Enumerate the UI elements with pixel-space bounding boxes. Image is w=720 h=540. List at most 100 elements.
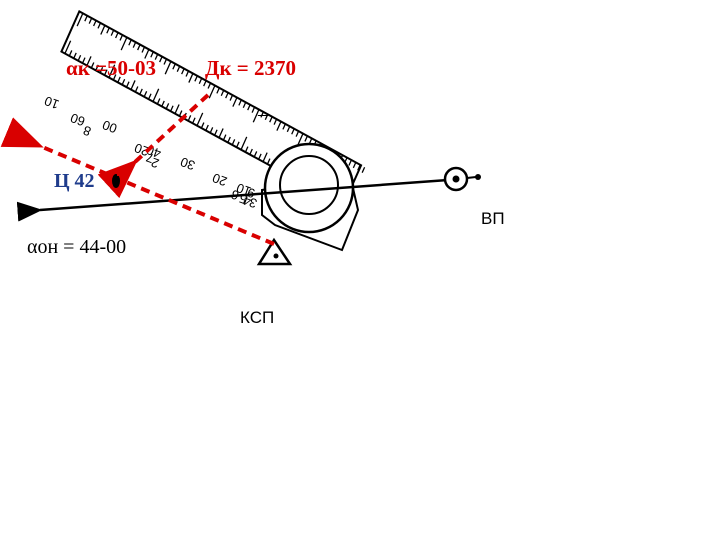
ruler-tick-top — [203, 80, 207, 87]
ruler-tick-top — [128, 39, 132, 46]
ruler-tick-bottom — [196, 112, 204, 126]
ruler-tick-bottom — [253, 151, 258, 158]
ruler-tick-top — [110, 29, 115, 36]
ruler-tick-bottom — [86, 56, 92, 66]
ruler-tick-top — [185, 70, 190, 77]
ruler-tick-top — [163, 58, 168, 65]
ruler-tick-top — [295, 130, 300, 137]
ruler-tick-top — [304, 135, 308, 142]
ruler-tick-top — [176, 65, 181, 72]
ruler-tick-top — [216, 87, 220, 94]
vp-pointer-dot — [475, 174, 481, 180]
ruler-tick-bottom — [161, 100, 165, 107]
ruler-tick-top — [232, 97, 238, 107]
ruler-tick-bottom — [90, 62, 95, 69]
ruler-tick-bottom — [240, 136, 248, 150]
ruler-tick-top — [141, 46, 146, 53]
ruler-tick-bottom — [165, 103, 170, 110]
ruler-tick-bottom — [170, 105, 174, 112]
ruler-number: 20 — [210, 170, 229, 189]
ruler-tick-top — [291, 128, 295, 135]
ruler-tick-bottom — [187, 115, 192, 122]
ruler-tick-top — [76, 13, 84, 27]
ruler-tick-top — [84, 15, 88, 22]
ksp-triangle — [256, 237, 293, 266]
target-dot — [112, 174, 120, 188]
ruler-number: 9 — [245, 185, 257, 202]
ruler-tick-bottom — [178, 110, 183, 117]
ruler-tick-bottom — [156, 98, 161, 105]
ruler-tick-top — [154, 53, 159, 60]
ruler-tick-top — [159, 56, 163, 63]
d-k-label: Дк = 2370 — [205, 56, 297, 80]
ruler-tick-bottom — [192, 117, 196, 124]
ruler-tick-bottom — [214, 129, 218, 136]
ruler-tick-top — [93, 20, 97, 27]
ruler-tick-top — [220, 89, 225, 97]
ruler-number-labels: 100020403020109608726543 — [42, 93, 259, 211]
ruler-tick-top — [361, 166, 366, 173]
vp-center-dot — [452, 175, 460, 183]
ruler-tick-top — [88, 17, 93, 24]
ruler-tick-top — [172, 63, 176, 70]
ruler-tick-bottom — [108, 64, 116, 78]
ruler-tick-bottom — [258, 153, 262, 160]
ruler-tick-top — [247, 104, 251, 111]
target-marker — [112, 170, 120, 188]
ruler-tick-top — [97, 22, 102, 29]
ruler-number: 60 — [68, 110, 87, 129]
ruler-number: 5 — [237, 191, 249, 208]
ruler-number: 00 — [100, 117, 119, 136]
vp-pointer — [466, 176, 477, 179]
ruler-tick-bottom — [174, 104, 180, 114]
ruler-tick-bottom — [244, 146, 249, 153]
ruler-tick-bottom — [236, 141, 240, 148]
ruler-tick-top — [273, 118, 278, 125]
ruler-tick-top — [352, 162, 357, 169]
ruler-tick-top — [269, 116, 273, 123]
ruler-tick-bottom — [218, 128, 224, 138]
rotating-disc — [261, 142, 360, 252]
ruler-tick-top — [100, 25, 106, 35]
ruler-tick-top — [229, 94, 234, 101]
ruler-tick-top — [106, 27, 110, 34]
ruler-tick-bottom — [205, 124, 209, 131]
ruler-tick-top — [264, 114, 269, 121]
ruler-tick-top — [198, 77, 203, 84]
alpha-on-label: αон = 44-00 — [27, 236, 127, 258]
ksp-symbol — [256, 237, 293, 266]
ruler-tick-bottom — [200, 122, 205, 129]
ruler-tick-bottom — [262, 152, 268, 162]
ruler-tick-bottom — [121, 79, 126, 86]
ruler-number: 30 — [178, 154, 197, 173]
ruler-tick-top — [144, 49, 150, 59]
ruler-tick-top — [150, 51, 154, 58]
ruler-tick-top — [164, 61, 172, 75]
ruler-number: 3 — [247, 195, 259, 212]
ruler-number: 7 — [144, 150, 156, 167]
ruler-tick-bottom — [81, 57, 86, 64]
ruler-tick-top — [251, 106, 256, 113]
ruler-tick-top — [132, 41, 137, 48]
ruler-tick-bottom — [77, 54, 82, 61]
ruler-tick-top — [260, 111, 264, 118]
ksp-center-dot — [273, 253, 279, 259]
ruler-tick-bottom — [148, 93, 152, 100]
ruler-tick-top — [115, 32, 119, 39]
ruler-tick-bottom — [231, 139, 236, 146]
ruler-tick-bottom — [130, 80, 136, 90]
ruler-tick-top — [208, 85, 216, 99]
ruler-tick-bottom — [99, 66, 104, 74]
ruler-tick-top — [119, 34, 124, 41]
ruler-tick-top — [207, 82, 212, 89]
ruler-tick-top — [137, 44, 141, 51]
ruler-tick-top — [282, 123, 286, 130]
ruler-tick-bottom — [134, 86, 139, 93]
target-label: Ц 42 — [54, 170, 95, 192]
ruler-tick-top — [242, 102, 247, 109]
ruler-tick-top — [286, 126, 291, 133]
ruler-tick-top — [181, 68, 185, 75]
ruler-tick-bottom — [139, 88, 143, 95]
ruler-tick-bottom — [64, 40, 72, 54]
